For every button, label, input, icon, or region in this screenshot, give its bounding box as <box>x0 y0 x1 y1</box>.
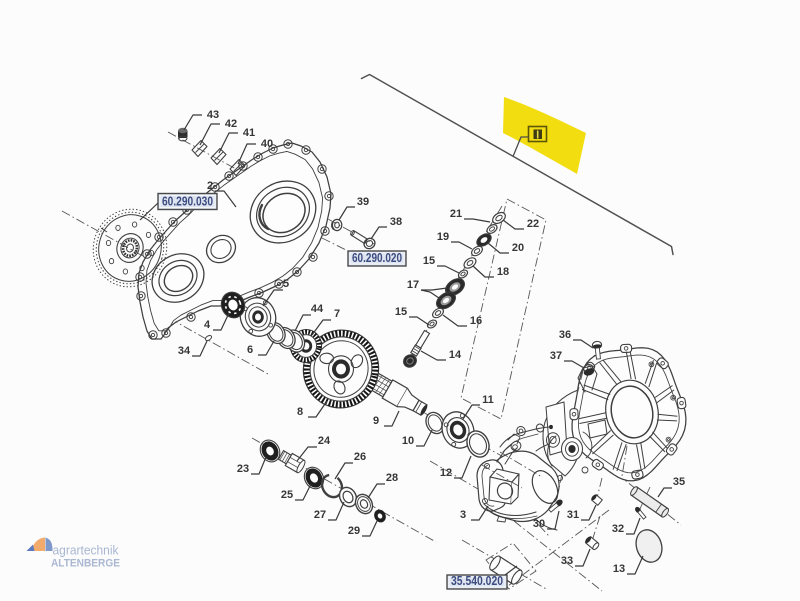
svg-text:20: 20 <box>512 242 524 254</box>
svg-text:60.290.020: 60.290.020 <box>352 251 402 265</box>
svg-text:17: 17 <box>407 279 419 291</box>
svg-text:32: 32 <box>612 523 624 535</box>
svg-text:16: 16 <box>470 315 482 327</box>
svg-text:37: 37 <box>550 350 562 362</box>
svg-text:7: 7 <box>334 308 340 320</box>
svg-text:15: 15 <box>395 306 407 318</box>
svg-text:24: 24 <box>318 435 331 447</box>
svg-text:33: 33 <box>561 555 573 567</box>
svg-text:30: 30 <box>533 518 545 530</box>
svg-text:agrartechnik: agrartechnik <box>53 543 119 558</box>
svg-text:29: 29 <box>348 525 360 537</box>
svg-text:4: 4 <box>204 319 211 331</box>
svg-text:22: 22 <box>527 218 539 230</box>
svg-text:8: 8 <box>297 406 303 418</box>
svg-text:3: 3 <box>460 509 466 521</box>
svg-text:11: 11 <box>482 394 494 406</box>
svg-text:2: 2 <box>207 180 213 192</box>
svg-text:28: 28 <box>386 472 398 484</box>
svg-text:27: 27 <box>314 509 326 521</box>
svg-text:44: 44 <box>311 303 324 315</box>
svg-text:9: 9 <box>373 415 379 427</box>
svg-text:39: 39 <box>357 196 369 208</box>
svg-text:23: 23 <box>237 463 249 475</box>
svg-text:38: 38 <box>390 216 402 228</box>
svg-text:36: 36 <box>559 329 571 341</box>
svg-text:5: 5 <box>283 278 289 290</box>
svg-text:25: 25 <box>281 489 293 501</box>
svg-text:35.540.020: 35.540.020 <box>451 574 503 588</box>
svg-text:15: 15 <box>423 255 435 267</box>
svg-text:60.290.030: 60.290.030 <box>162 195 213 209</box>
svg-text:26: 26 <box>354 451 366 463</box>
svg-text:31: 31 <box>567 509 579 521</box>
svg-text:40: 40 <box>261 138 273 150</box>
svg-text:41: 41 <box>243 127 255 139</box>
svg-text:ALTENBERGE: ALTENBERGE <box>51 558 120 570</box>
svg-text:19: 19 <box>437 231 449 243</box>
svg-text:6: 6 <box>247 344 253 356</box>
svg-text:42: 42 <box>225 118 237 130</box>
svg-text:21: 21 <box>450 208 462 220</box>
svg-text:14: 14 <box>449 349 462 361</box>
svg-text:35: 35 <box>673 476 685 488</box>
svg-text:12: 12 <box>440 467 452 479</box>
svg-text:43: 43 <box>207 109 219 121</box>
svg-text:34: 34 <box>178 345 191 357</box>
svg-text:13: 13 <box>613 563 625 575</box>
svg-text:10: 10 <box>402 435 414 447</box>
svg-text:18: 18 <box>497 266 509 278</box>
